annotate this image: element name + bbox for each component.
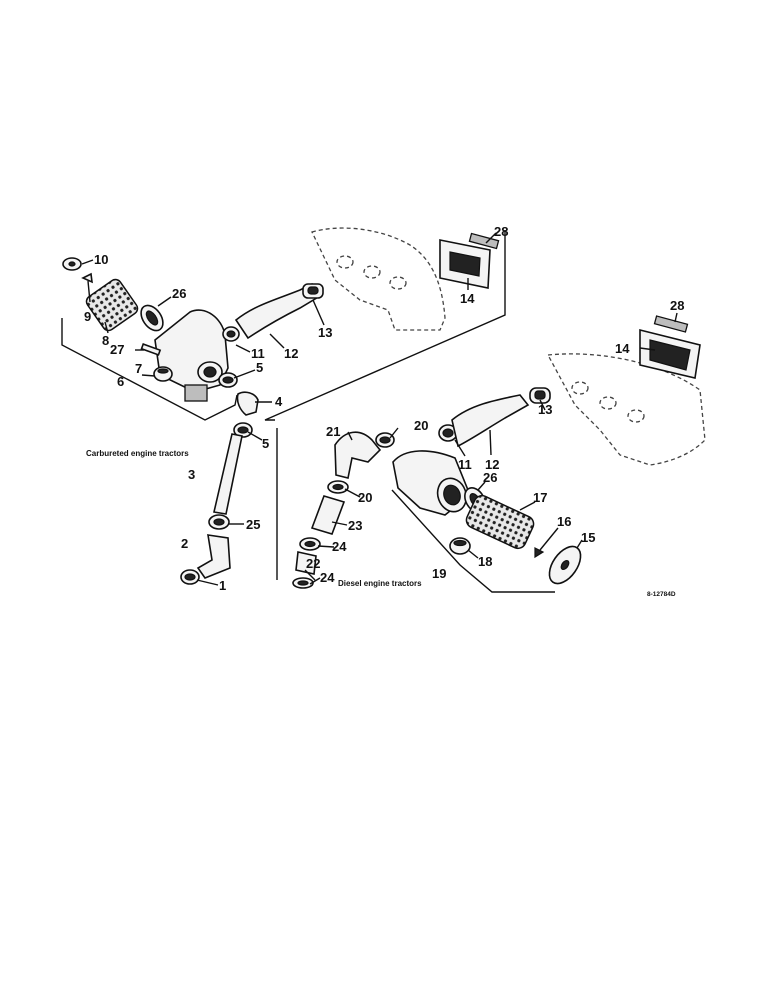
callout-14-right: 14 (615, 341, 630, 356)
part-16-wingnut (534, 547, 545, 559)
engine-outline-right (546, 353, 706, 466)
part-13-cap-diesel (529, 387, 551, 404)
part-11-clamp-diesel (438, 424, 458, 442)
callout-16: 16 (557, 514, 571, 529)
part-22-connector (295, 551, 317, 575)
callout-15: 15 (581, 530, 595, 545)
carbureted-group-bracket (61, 318, 238, 421)
part-1-clamp (180, 569, 200, 585)
part-20-clamp-upper (375, 432, 395, 448)
part-9-wingnut (81, 272, 93, 284)
callout-20-upper: 20 (414, 418, 428, 433)
callout-7: 7 (135, 361, 142, 376)
part-5-clamp-upper (218, 372, 238, 388)
part-11-clamp-carb (222, 326, 240, 342)
caption-diesel: Diesel engine tractors (338, 579, 422, 588)
part-25-clamp (208, 514, 230, 530)
callout-20-lower: 20 (358, 490, 372, 505)
part-10-cap (62, 257, 82, 271)
part-24-clamp-upper (299, 537, 321, 551)
callouts: 10 9 8 26 27 7 6 11 12 13 5 4 5 3 25 2 1… (84, 224, 684, 593)
part-13-cap-carb (302, 283, 324, 299)
part-2-elbow (196, 534, 231, 579)
part-15-cap (548, 545, 582, 585)
callout-8: 8 (102, 333, 109, 348)
callout-18: 18 (478, 554, 492, 569)
callout-26-carb: 26 (172, 286, 186, 301)
part-8-filter-element (85, 278, 139, 332)
callout-28-right: 28 (670, 298, 684, 313)
part-18-cup (449, 537, 471, 555)
part-26-gasket-top (140, 304, 164, 332)
callout-1: 1 (219, 578, 226, 593)
callout-12-diesel: 12 (485, 457, 499, 472)
part-7-cup (153, 366, 173, 382)
reference-code: 8-12784D (647, 591, 676, 598)
callout-24-lower: 24 (320, 570, 335, 585)
callout-12-carb: 12 (284, 346, 298, 361)
callout-17: 17 (533, 490, 547, 505)
part-14-screen-frame-right (639, 328, 701, 379)
part-17-filter-element (465, 494, 535, 550)
callout-23: 23 (348, 518, 362, 533)
callout-10: 10 (94, 252, 108, 267)
callout-5-upper: 5 (256, 360, 263, 375)
callout-13-diesel: 13 (538, 402, 552, 417)
part-21-elbow (334, 431, 382, 479)
callout-28-top: 28 (494, 224, 508, 239)
part-5-clamp-lower (233, 422, 253, 438)
callout-11-carb: 11 (251, 346, 265, 361)
callout-19: 19 (432, 566, 446, 581)
leader-lines (81, 232, 678, 586)
part-14-screen-frame-top (439, 239, 491, 289)
part-3-tube (213, 433, 243, 515)
callout-26-diesel: 26 (483, 470, 497, 485)
part-27-bar (140, 343, 162, 356)
part-28-screen-right (653, 315, 689, 333)
diesel-filter-bracket (391, 489, 555, 593)
carbureted-top-divider (264, 230, 506, 421)
callout-25: 25 (246, 517, 260, 532)
callout-5-lower: 5 (262, 436, 269, 451)
caption-carbureted: Carbureted engine tractors (86, 449, 189, 458)
callout-27: 27 (110, 342, 124, 357)
part-28-screen-top (468, 232, 500, 250)
part-24-clamp-lower (292, 577, 314, 589)
callout-9: 9 (84, 309, 91, 324)
callout-14-top: 14 (460, 291, 475, 306)
engine-outline-top (311, 227, 446, 331)
part-4-elbow (236, 391, 259, 416)
callout-6: 6 (117, 374, 124, 389)
callout-22: 22 (306, 556, 320, 571)
callout-11-diesel: 11 (458, 457, 472, 472)
part-12-hose-diesel (451, 394, 530, 448)
part-air-cleaner-body-carb (154, 309, 229, 402)
callout-3: 3 (188, 467, 195, 482)
callout-2: 2 (181, 536, 188, 551)
part-air-cleaner-body-diesel (392, 450, 471, 516)
callout-24-upper: 24 (332, 539, 347, 554)
callout-4: 4 (275, 394, 283, 409)
part-20-clamp-lower (327, 480, 349, 494)
callout-21: 21 (326, 424, 340, 439)
callout-13-carb: 13 (318, 325, 332, 340)
part-23-tube (310, 495, 346, 535)
